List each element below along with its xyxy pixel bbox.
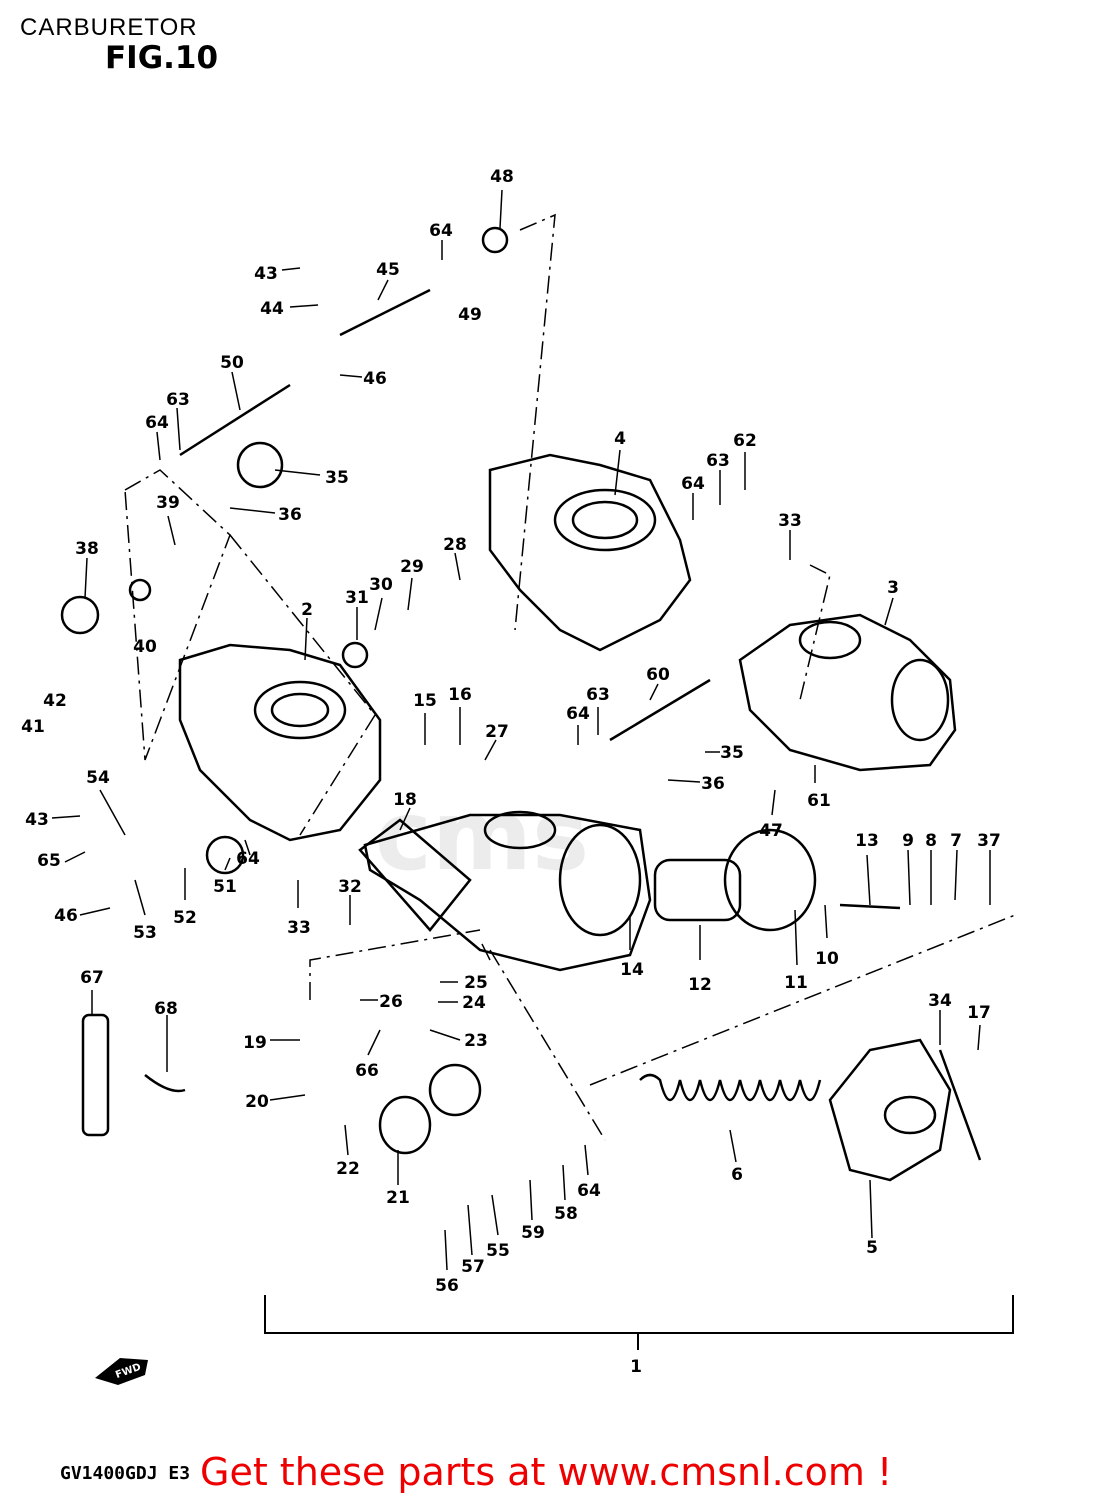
part-callout-35: 35 bbox=[325, 468, 349, 488]
carburetor-body-4 bbox=[488, 453, 692, 652]
part-callout-34: 34 bbox=[928, 991, 952, 1011]
part-callout-23: 23 bbox=[464, 1031, 488, 1051]
part-callout-64: 64 bbox=[145, 413, 169, 433]
part-callout-68: 68 bbox=[154, 999, 178, 1019]
part-callout-24: 24 bbox=[462, 993, 486, 1013]
part-callout-33: 33 bbox=[287, 918, 311, 938]
part-callout-26: 26 bbox=[379, 992, 403, 1012]
part-callout-43: 43 bbox=[25, 810, 49, 830]
part-callout-65: 65 bbox=[37, 851, 61, 871]
part-callout-21: 21 bbox=[386, 1188, 410, 1208]
part-callout-32: 32 bbox=[338, 877, 362, 897]
part-callout-19: 19 bbox=[243, 1033, 267, 1053]
float-21 bbox=[378, 1095, 432, 1155]
figure-number: FIG.10 bbox=[105, 40, 219, 76]
part-callout-66: 66 bbox=[355, 1061, 379, 1081]
part-callout-54: 54 bbox=[86, 768, 110, 788]
part-callout-35: 35 bbox=[720, 743, 744, 763]
part-callout-64: 64 bbox=[681, 474, 705, 494]
part-callout-64: 64 bbox=[566, 704, 590, 724]
part-callout-25: 25 bbox=[464, 973, 488, 993]
part-callout-42: 42 bbox=[43, 691, 67, 711]
part-callout-41: 41 bbox=[21, 717, 45, 737]
part-callout-29: 29 bbox=[400, 557, 424, 577]
carburetor-body-2 bbox=[178, 643, 382, 842]
part-callout-6: 6 bbox=[731, 1165, 743, 1185]
diaphragm-12 bbox=[723, 828, 817, 932]
part-callout-56: 56 bbox=[435, 1276, 459, 1296]
part-callout-7: 7 bbox=[950, 831, 962, 851]
forward-arrow-icon: FWD bbox=[95, 1358, 148, 1385]
part-callout-16: 16 bbox=[448, 685, 472, 705]
part-callout-3: 3 bbox=[887, 578, 899, 598]
model-code: GV1400GDJ E3 bbox=[60, 1463, 191, 1484]
part-callout-64: 64 bbox=[577, 1181, 601, 1201]
part-callout-60: 60 bbox=[646, 665, 670, 685]
part-callout-27: 27 bbox=[485, 722, 509, 742]
part-callout-1: 1 bbox=[630, 1357, 642, 1377]
part-callout-20: 20 bbox=[245, 1092, 269, 1112]
bracket-67 bbox=[81, 1013, 110, 1137]
part-callout-63: 63 bbox=[166, 390, 190, 410]
part-callout-38: 38 bbox=[75, 539, 99, 559]
carburetor-body-main bbox=[363, 813, 652, 972]
part-callout-44: 44 bbox=[260, 299, 284, 319]
part-callout-63: 63 bbox=[586, 685, 610, 705]
part-callout-55: 55 bbox=[486, 1241, 510, 1261]
part-callout-18: 18 bbox=[393, 790, 417, 810]
part-callout-5: 5 bbox=[866, 1238, 878, 1258]
part-callout-8: 8 bbox=[925, 831, 937, 851]
part-callout-39: 39 bbox=[156, 493, 180, 513]
carburetor-body-3 bbox=[738, 613, 957, 772]
part-callout-57: 57 bbox=[461, 1257, 485, 1277]
part-callout-46: 46 bbox=[54, 906, 78, 926]
part-callout-43: 43 bbox=[254, 264, 278, 284]
part-callout-4: 4 bbox=[614, 429, 626, 449]
part-callout-61: 61 bbox=[807, 791, 831, 811]
part-callout-22: 22 bbox=[336, 1159, 360, 1179]
cover-5 bbox=[828, 1038, 952, 1182]
part-callout-37: 37 bbox=[977, 831, 1001, 851]
part-callout-2: 2 bbox=[301, 600, 313, 620]
part-callout-11: 11 bbox=[784, 973, 808, 993]
assembly-bracket bbox=[264, 1295, 1014, 1334]
part-callout-53: 53 bbox=[133, 923, 157, 943]
part-callout-12: 12 bbox=[688, 975, 712, 995]
part-callout-36: 36 bbox=[701, 774, 725, 794]
part-callout-63: 63 bbox=[706, 451, 730, 471]
part-callout-51: 51 bbox=[213, 877, 237, 897]
part-callout-36: 36 bbox=[278, 505, 302, 525]
part-callout-40: 40 bbox=[133, 637, 157, 657]
part-callout-10: 10 bbox=[815, 949, 839, 969]
part-callout-59: 59 bbox=[521, 1223, 545, 1243]
part-callout-46: 46 bbox=[363, 369, 387, 389]
part-callout-58: 58 bbox=[554, 1204, 578, 1224]
part-callout-48: 48 bbox=[490, 167, 514, 187]
part-callout-64: 64 bbox=[236, 849, 260, 869]
part-callout-52: 52 bbox=[173, 908, 197, 928]
part-callout-30: 30 bbox=[369, 575, 393, 595]
part-callout-31: 31 bbox=[345, 588, 369, 608]
part-callout-47: 47 bbox=[759, 821, 783, 841]
gasket-18 bbox=[358, 818, 472, 932]
part-callout-9: 9 bbox=[902, 831, 914, 851]
part-callout-67: 67 bbox=[80, 968, 104, 988]
part-callout-13: 13 bbox=[855, 831, 879, 851]
part-callout-17: 17 bbox=[967, 1003, 991, 1023]
part-callout-33: 33 bbox=[778, 511, 802, 531]
part-callout-62: 62 bbox=[733, 431, 757, 451]
page-title: CARBURETOR bbox=[20, 14, 198, 41]
part-callout-28: 28 bbox=[443, 535, 467, 555]
part-callout-15: 15 bbox=[413, 691, 437, 711]
part-callout-49: 49 bbox=[458, 305, 482, 325]
part-callout-45: 45 bbox=[376, 260, 400, 280]
part-callout-14: 14 bbox=[620, 960, 644, 980]
parts-link-banner[interactable]: Get these parts at www.cmsnl.com ! bbox=[200, 1450, 893, 1494]
part-callout-50: 50 bbox=[220, 353, 244, 373]
spring-6 bbox=[639, 1073, 822, 1102]
part-callout-64: 64 bbox=[429, 221, 453, 241]
